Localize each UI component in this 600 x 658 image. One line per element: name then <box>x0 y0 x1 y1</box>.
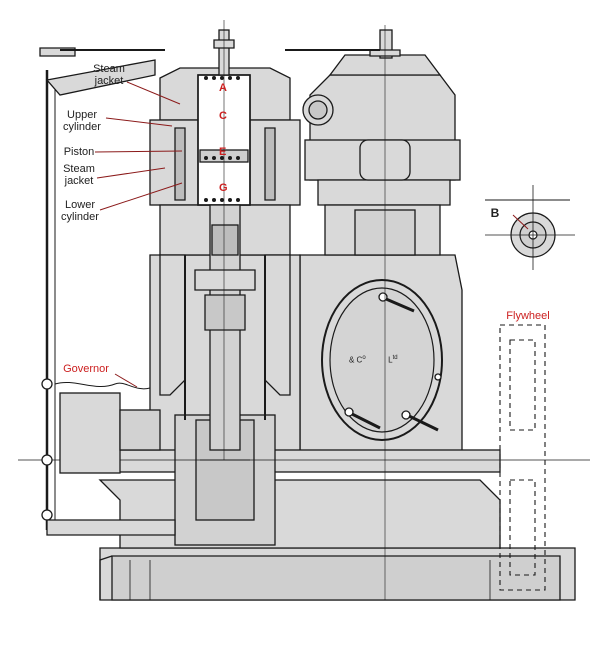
valve-chest <box>285 29 461 256</box>
label-piston: Piston <box>63 146 95 158</box>
label-steam-jacket-top: Steam jacket <box>93 63 125 87</box>
flywheel <box>499 324 546 591</box>
detail-b <box>485 185 575 270</box>
port-letter-c: C <box>219 110 227 122</box>
governor-linkage <box>39 47 176 536</box>
maker-mark-left: & C <box>349 355 363 365</box>
label-governor: Governor <box>63 363 109 375</box>
port-letter-g: G <box>219 182 228 194</box>
label-steam-jacket-lower: Steam jacket <box>63 163 95 187</box>
crankshaft-assembly <box>18 392 590 549</box>
bedplate <box>99 547 576 601</box>
leader-lines <box>94 81 529 388</box>
maker-mark: & Co Ltd <box>349 352 398 367</box>
port-letter-e: E <box>219 146 227 158</box>
label-lower-cylinder: Lower cylinder <box>61 199 99 223</box>
label-flywheel: Flywheel <box>506 310 550 322</box>
port-holes <box>204 76 240 202</box>
maker-mark-right-sup: td <box>392 355 398 361</box>
label-upper-cylinder: Upper cylinder <box>63 109 101 133</box>
maker-mark-left-sup: o <box>362 355 366 361</box>
label-detail-b: B <box>490 206 500 220</box>
center-lines <box>223 20 386 600</box>
port-letter-a: A <box>219 82 227 94</box>
maker-mark-right: L <box>388 355 393 365</box>
